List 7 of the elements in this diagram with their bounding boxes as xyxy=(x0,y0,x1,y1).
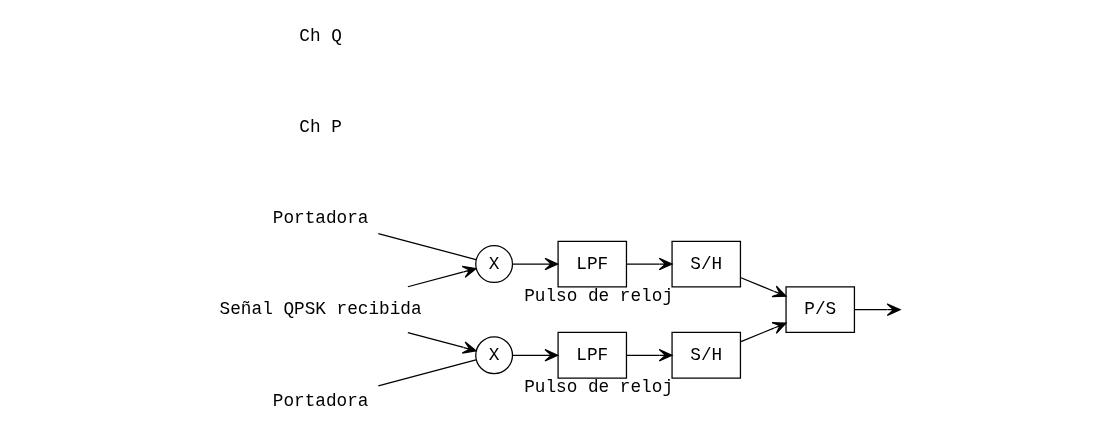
node-text: Portadora xyxy=(272,208,369,229)
node-text: Señal QPSK recibida xyxy=(219,299,422,320)
label: Ch P xyxy=(299,117,342,137)
node-label: Pulso de reloj xyxy=(524,377,674,398)
node-label: Pulso de reloj xyxy=(524,286,674,307)
label: Ch Q xyxy=(299,25,342,46)
node-text: Portadora xyxy=(272,390,369,411)
